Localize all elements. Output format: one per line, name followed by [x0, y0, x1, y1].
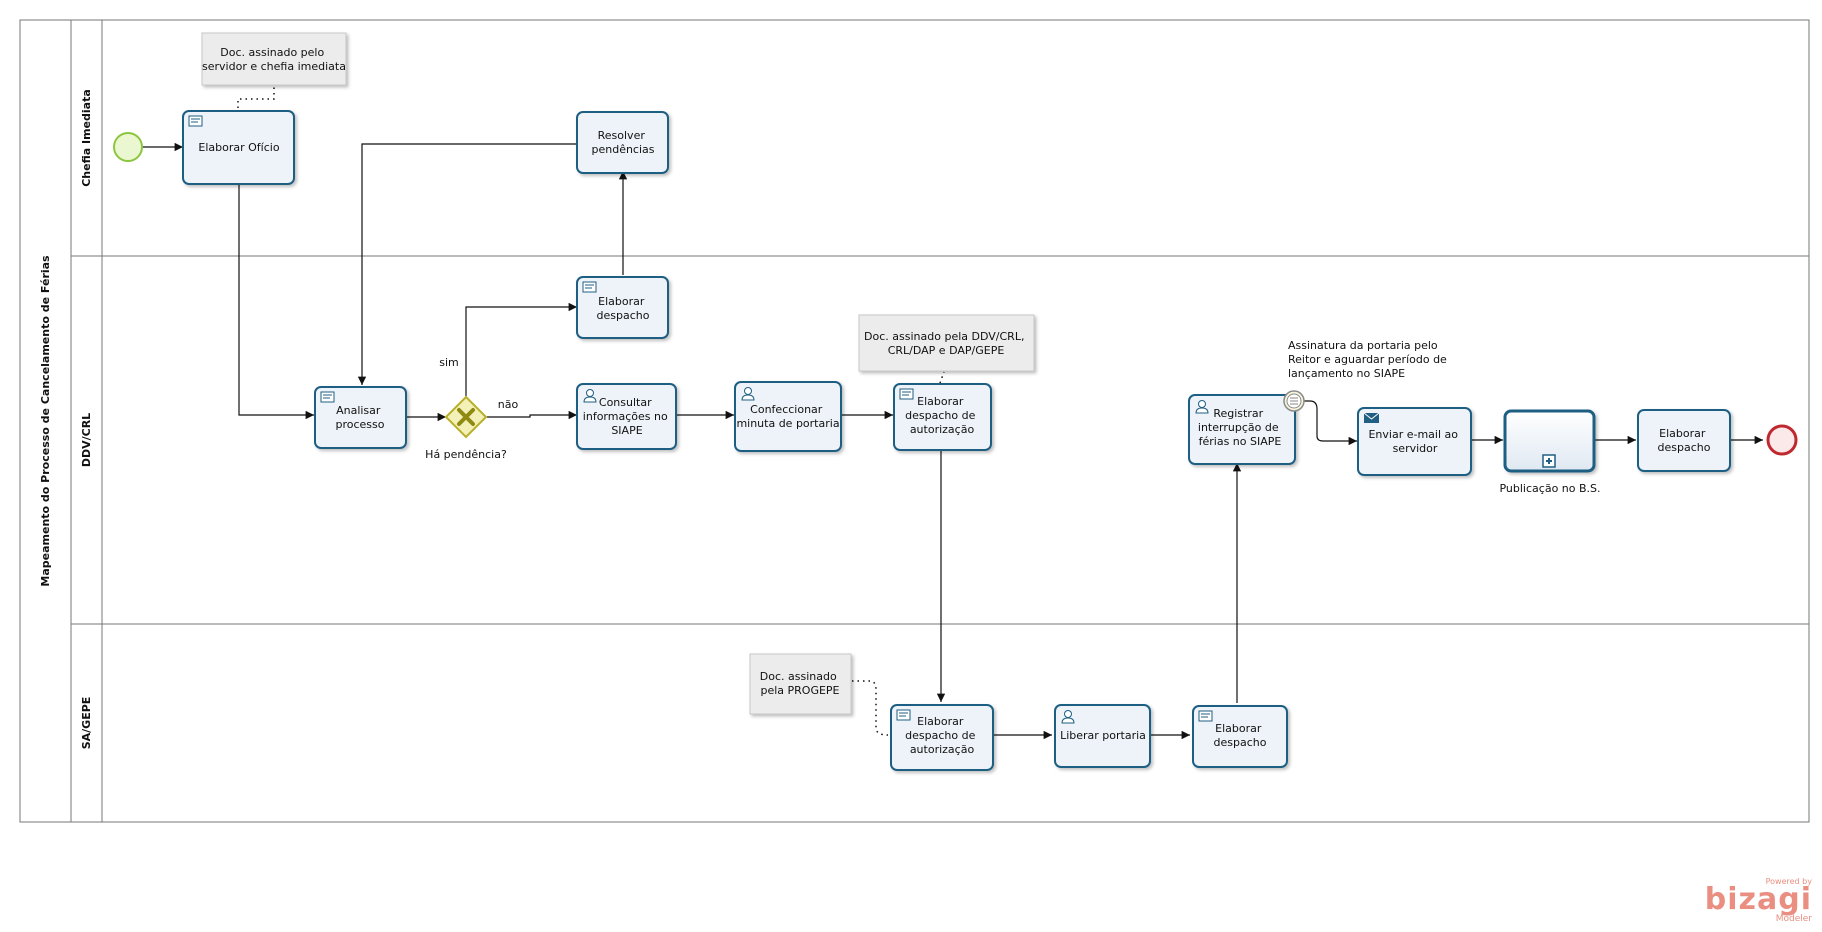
- manual-task-icon: [582, 281, 597, 293]
- task-label: Analisar processo: [335, 404, 384, 431]
- task-label: Liberar portaria: [1060, 729, 1146, 742]
- task-label: Resolver pendências: [591, 129, 654, 156]
- subprocess-caption: Publicação no B.S.: [1499, 482, 1600, 495]
- lane-label-chefia: Chefia Imediata: [80, 89, 93, 187]
- task-label: Elaborar despacho: [1214, 722, 1267, 749]
- task-label: Elaborar despacho de autorização: [905, 715, 979, 756]
- subprocess-publicacao[interactable]: [1503, 409, 1596, 473]
- gateway-yes-label: sim: [439, 356, 459, 369]
- task-consultar-siape[interactable]: Consultar informações no SIAPE: [576, 383, 677, 450]
- task-analisar-processo[interactable]: Analisar processo: [314, 386, 407, 449]
- pool-title: Mapeamento do Processo de Cancelamento d…: [39, 255, 52, 587]
- task-label: Enviar e-mail ao servidor: [1368, 428, 1461, 455]
- annotation-assinatura-portaria: Assinatura da portaria pelo Reitor e agu…: [1288, 339, 1450, 380]
- timer-boundary-icon[interactable]: [1283, 390, 1305, 412]
- lane-label-ddv: DDV/CRL: [80, 413, 93, 467]
- manual-task-icon: [320, 391, 335, 403]
- gateway-label: Há pendência?: [425, 448, 507, 461]
- task-liberar-portaria[interactable]: Liberar portaria: [1054, 704, 1151, 768]
- task-confeccionar-minuta[interactable]: Confeccionar minuta de portaria: [734, 381, 842, 452]
- manual-task-icon: [188, 115, 203, 127]
- user-task-icon: [1195, 400, 1209, 414]
- manual-task-icon: [899, 388, 914, 400]
- gateway-no-label: não: [498, 398, 519, 411]
- svg-text:Doc. assinado pelo servi: Doc. assinado pelo servidor e chefia ime…: [202, 46, 346, 73]
- task-label: Elaborar despacho de autorização: [905, 395, 979, 436]
- bizagi-logo: Powered by bizagi Modeler: [1705, 877, 1812, 924]
- brand-name: bizagi: [1704, 882, 1812, 917]
- manual-task-icon: [896, 709, 911, 721]
- task-elaborar-despacho-final[interactable]: Elaborar despacho: [1637, 409, 1731, 472]
- task-elaborar-despacho-autorizacao-sa[interactable]: Elaborar despacho de autorização: [890, 704, 994, 771]
- sequence-flows: [142, 142, 1763, 740]
- task-label: Elaborar Ofício: [198, 141, 279, 154]
- task-label: Elaborar despacho: [597, 295, 650, 322]
- task-elaborar-despacho-sa[interactable]: Elaborar despacho: [1192, 705, 1288, 768]
- user-task-icon: [741, 387, 755, 401]
- task-resolver-pendencias[interactable]: Resolver pendências: [576, 111, 669, 174]
- task-elaborar-oficio[interactable]: Elaborar Ofício: [182, 110, 295, 185]
- task-label: Registrar interrupção de férias no SIAPE: [1198, 407, 1282, 448]
- task-elaborar-despacho[interactable]: Elaborar despacho: [576, 276, 669, 339]
- user-task-icon: [1061, 710, 1075, 724]
- expand-subprocess-icon[interactable]: [1542, 454, 1556, 468]
- task-elaborar-despacho-autorizacao[interactable]: Elaborar despacho de autorização: [893, 383, 992, 451]
- note-doc-assinado-ddv: Doc. assinado pela DDV/CRL, CRL/DAP e DA…: [858, 314, 1035, 372]
- task-registrar-interrupcao[interactable]: Registrar interrupção de férias no SIAPE: [1188, 394, 1296, 465]
- svg-text:Assinatura da portaria pelo: Assinatura da portaria pelo Reitor e agu…: [1288, 339, 1450, 380]
- start-event[interactable]: [113, 132, 143, 162]
- lane-label-sa: SA/GEPE: [80, 697, 93, 750]
- manual-task-icon: [1198, 710, 1213, 722]
- product-name: Modeler: [1775, 914, 1812, 924]
- associations: [237, 84, 945, 736]
- task-enviar-email[interactable]: Enviar e-mail ao servidor: [1357, 407, 1472, 476]
- task-label: Confeccionar minuta de portaria: [736, 403, 839, 430]
- note-doc-assinado-progepe: Doc. assinado pela PROGEPE: [749, 653, 852, 715]
- powered-by-text: Powered by: [1765, 877, 1812, 886]
- end-event[interactable]: [1766, 424, 1798, 456]
- envelope-icon: [1363, 412, 1380, 423]
- exclusive-gateway[interactable]: [444, 395, 488, 439]
- svg-text:Doc. assinado pela DDV/CRL,: Doc. assinado pela DDV/CRL, CRL/DAP e DA…: [864, 330, 1028, 357]
- svg-text:Doc. assinado pela PROGE: Doc. assinado pela PROGEPE: [760, 670, 840, 697]
- task-label: Consultar informações no SIAPE: [583, 396, 671, 437]
- note-doc-assinado-servidor: Doc. assinado pelo servidor e chefia ime…: [201, 32, 347, 86]
- task-label: Elaborar despacho: [1658, 427, 1711, 454]
- user-task-icon: [583, 389, 597, 403]
